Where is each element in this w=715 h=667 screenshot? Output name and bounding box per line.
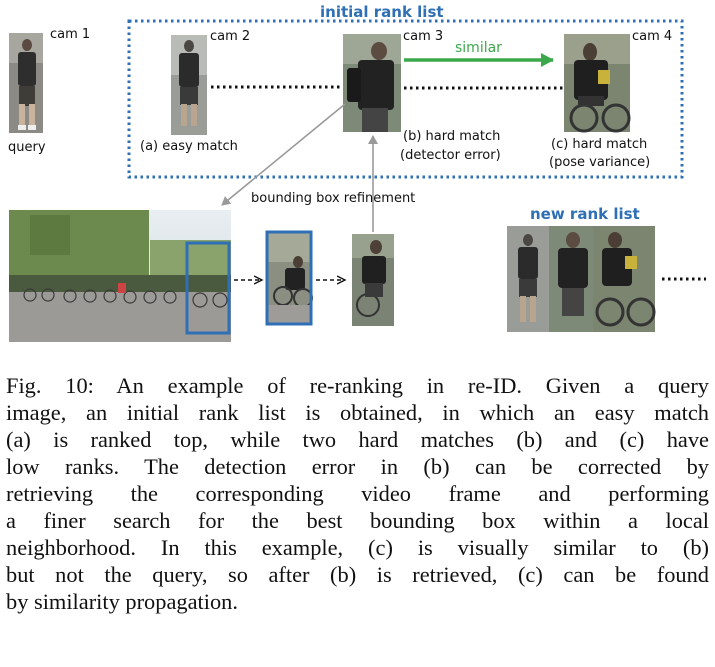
caption-line: low ranks. The detection error in (b) ca… — [6, 454, 709, 479]
refined-crop-image — [352, 234, 394, 326]
pose-variance-label: (pose variance) — [549, 155, 651, 170]
query-image — [9, 33, 43, 133]
initial-rank-title: initial rank list — [320, 3, 444, 21]
figure-graphic — [9, 19, 706, 342]
caption-line: retrieving the corresponding video frame… — [6, 481, 709, 506]
easy-match-image — [171, 35, 207, 135]
bbox-refinement-label: bounding box refinement — [251, 191, 416, 206]
new-rank-image-3 — [593, 226, 656, 332]
cam2-label: cam 2 — [210, 29, 251, 44]
detection-crop-box — [265, 230, 313, 326]
initial-rank-frame — [127, 19, 684, 179]
new-rank-image-2 — [549, 226, 593, 332]
cam3-label: cam 3 — [403, 29, 444, 44]
hard-match-c-image — [564, 34, 631, 133]
new-rank-image-1 — [507, 226, 549, 332]
video-frame-image — [9, 210, 231, 342]
caption-line: a finer search for the best bounding box… — [6, 508, 709, 533]
new-rank-title: new rank list — [530, 205, 640, 223]
retrieve-frame-arrow — [221, 103, 346, 206]
caption-line: but not the query, so after (b) is retri… — [6, 562, 709, 587]
caption-line: neighborhood. In this example, (c) is vi… — [6, 535, 709, 560]
hard-match-c-label: (c) hard match — [551, 137, 648, 152]
cam4-label: cam 4 — [632, 29, 673, 44]
video-frame-detection-box — [185, 241, 231, 335]
caption-line: image, an initial rank list is obtained,… — [6, 400, 709, 425]
similar-label: similar — [455, 40, 502, 56]
caption-line: Fig. 10: An example of re-ranking in re-… — [6, 373, 709, 398]
easy-match-label: (a) easy match — [140, 139, 238, 154]
hard-match-b-image — [343, 34, 401, 132]
caption-line: (a) is ranked top, while two hard matche… — [6, 427, 709, 452]
figure-caption: Fig. 10: An example of re-ranking in re-… — [6, 372, 709, 615]
hard-match-b-label: (b) hard match — [403, 129, 501, 144]
query-label: query — [8, 140, 46, 155]
cam1-label: cam 1 — [50, 27, 91, 42]
caption-line: by similarity propagation. — [6, 589, 238, 614]
detector-error-label: (detector error) — [400, 148, 501, 163]
detection-crop-image — [267, 232, 313, 324]
